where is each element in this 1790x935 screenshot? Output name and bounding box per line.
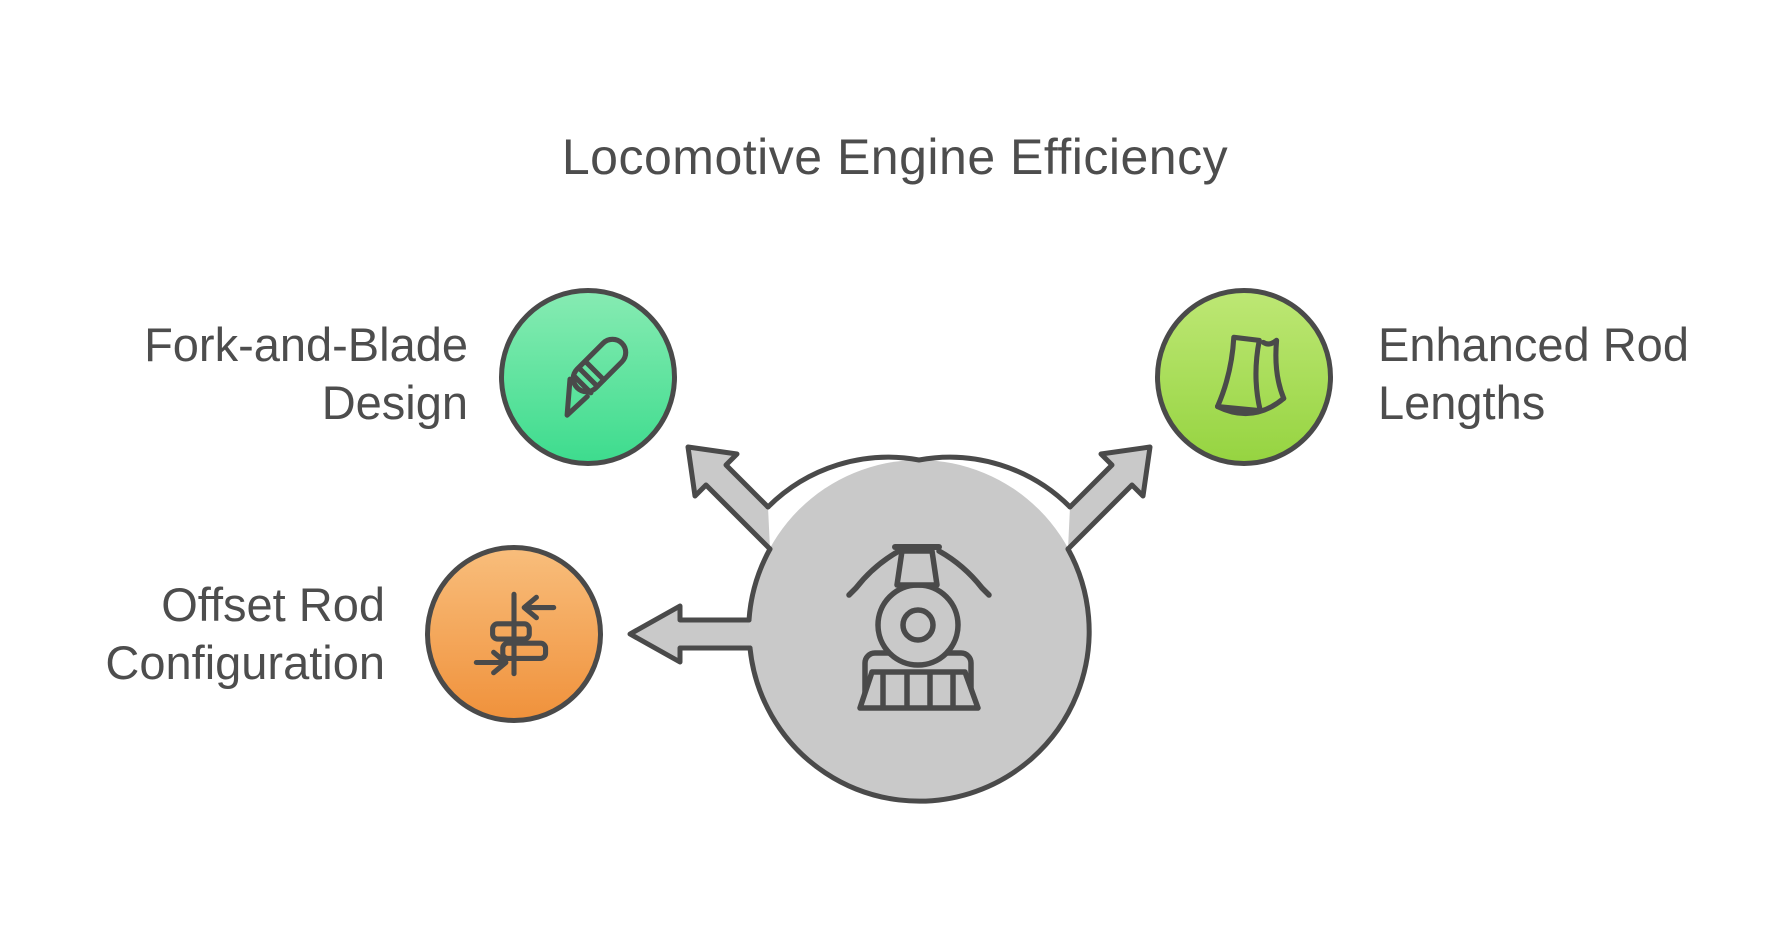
label-line: Enhanced Rod (1378, 318, 1689, 371)
page-title: Locomotive Engine Efficiency (561, 129, 1229, 185)
hub-circle-outline (746, 454, 1092, 804)
arrow-up-right (1065, 444, 1153, 552)
scalpel-grip-lines (571, 360, 607, 396)
bottom-arrow-head-right (491, 649, 509, 676)
top-arrow-head-left (521, 594, 539, 621)
arrow-up-left (685, 444, 773, 552)
label-line: Configuration (105, 636, 385, 689)
arrow-left (627, 603, 753, 665)
label-line: Fork-and-Blade (144, 318, 468, 371)
scalpel-handle (570, 336, 629, 395)
scalpel-blade-tip (564, 376, 590, 418)
node-offset-rod-configuration (425, 545, 603, 723)
offset-rods-icon (473, 591, 557, 677)
pages-icon (1214, 334, 1287, 417)
locomotive-stack (894, 548, 940, 588)
locomotive-icon (846, 544, 992, 711)
page-curl (1214, 395, 1287, 417)
lower-rod-block (500, 640, 549, 661)
label-line: Design (321, 376, 468, 429)
label-line: Lengths (1378, 376, 1546, 429)
locomotive-roof-right (936, 548, 992, 598)
locomotive-cowcatcher (857, 669, 981, 711)
node-fork-and-blade (499, 288, 677, 466)
upper-rod-block (490, 621, 532, 642)
scalpel-icon (564, 336, 629, 418)
page-back (1260, 337, 1287, 401)
locomotive-boiler-door (900, 607, 936, 643)
page-front (1214, 334, 1263, 414)
label-offset-rod-configuration: Offset Rod Configuration (105, 576, 385, 692)
locomotive-roof-left (846, 548, 902, 598)
label-enhanced-rod-lengths: Enhanced Rod Lengths (1378, 316, 1689, 432)
node-enhanced-rod-lengths (1155, 288, 1333, 466)
label-fork-and-blade: Fork-and-Blade Design (144, 316, 468, 432)
cowcatcher-slats (880, 670, 956, 710)
label-line: Offset Rod (161, 578, 385, 631)
